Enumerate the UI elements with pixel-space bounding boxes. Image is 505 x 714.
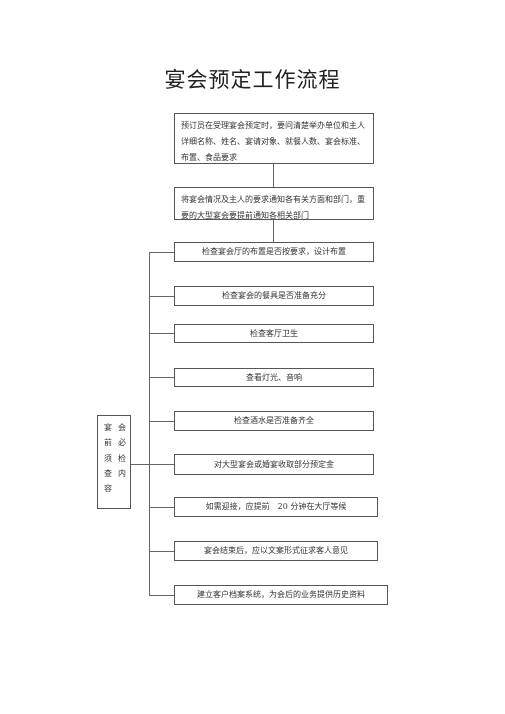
bracket-tick <box>149 507 174 508</box>
client-archive-box: 建立客户档案系统，为会后的业务提供历史资料 <box>174 585 388 605</box>
bracket-tick <box>149 252 174 253</box>
connector-line <box>273 164 274 188</box>
side-char: 查 <box>104 469 112 478</box>
bracket-tick <box>149 595 174 596</box>
bracket-tick <box>149 421 174 422</box>
side-char: 前 <box>104 438 112 447</box>
bracket-vertical-line <box>149 252 150 596</box>
feedback-box: 宴会结束后，应以文案形式征求客人意见 <box>174 541 378 561</box>
page-title: 宴会预定工作流程 <box>164 68 341 92</box>
check-tableware-box: 检查宴会的餐具是否准备充分 <box>174 286 374 306</box>
bracket-tick <box>149 333 174 334</box>
side-char: 内 <box>118 469 126 478</box>
side-char: 检 <box>118 454 126 463</box>
side-char: 容 <box>104 484 112 493</box>
bracket-tick <box>149 377 174 378</box>
side-connector <box>131 464 149 465</box>
step-reservation-box: 预订员在受理宴会预定时，要问清楚举办单位和主人详细名称、姓名、宴请对象、就餐人数… <box>174 113 374 164</box>
check-hall-box: 检查宴会厅的布置是否按要求，设计布置 <box>174 242 374 262</box>
side-char: 须 <box>104 454 112 463</box>
greeting-box: 如需迎接，应提前 20 分钟在大厅等候 <box>174 497 378 517</box>
check-lighting-box: 查看灯光、音响 <box>174 368 374 387</box>
side-char: 必 <box>118 438 126 447</box>
side-char: 会 <box>118 423 126 432</box>
check-hygiene-box: 检查客厅卫生 <box>174 324 374 343</box>
side-label-box: 宴 会 前 必 须 检 查 内 容 <box>97 415 131 509</box>
bracket-tick <box>149 296 174 297</box>
check-drinks-box: 检查酒水是否准备齐全 <box>174 411 374 431</box>
bracket-tick <box>149 551 174 552</box>
side-char: 宴 <box>104 423 112 432</box>
deposit-box: 对大型宴会或婚宴收取部分预定金 <box>174 454 374 475</box>
step-notify-box: 将宴会情况及主人的要求通知各有关方面和部门，重要的大型宴会要提前通知各相关部门 <box>174 187 374 220</box>
bracket-tick <box>149 464 174 465</box>
connector-line <box>273 220 274 242</box>
